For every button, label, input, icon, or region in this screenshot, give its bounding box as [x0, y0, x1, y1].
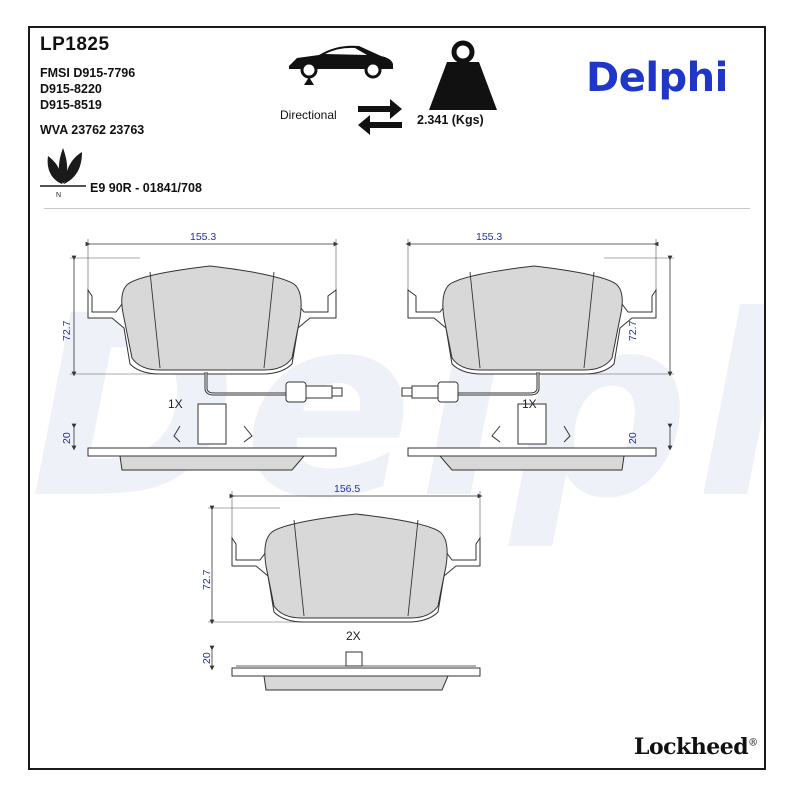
lockheed-logo: Lockheed® [634, 734, 758, 760]
reference-d915-8220: D915-8220 [40, 82, 102, 96]
technical-drawings: 155.3 72.7 1X 20 [61, 231, 674, 691]
pad-inner-height-label: 72.7 [201, 569, 213, 590]
pad-left-drawing: 155.3 72.7 1X 20 [61, 231, 343, 471]
datasheet-frame: Delphi LP1825 FMSI D915-7796 D915-8220 D… [28, 26, 766, 770]
pad-inner-quantity: 2X [346, 629, 361, 643]
delphi-logo: Delphi [586, 55, 728, 101]
eco-leaf-icon: N [40, 148, 86, 198]
pad-inner-width-label: 156.5 [334, 483, 360, 495]
pad-right-drawing [401, 239, 674, 471]
reference-fmsi: FMSI D915-7796 [40, 66, 136, 80]
pad-left-width-label: 155.3 [190, 231, 216, 243]
eco-mark-letter: N [56, 192, 61, 198]
pad-right-height-label: 72.7 [627, 320, 639, 341]
ece-approval: E9 90R - 01841/708 [90, 181, 202, 195]
reference-d915-8519: D915-8519 [40, 98, 102, 112]
pad-right-thickness-label: 20 [627, 432, 639, 444]
reference-wva: WVA 23762 23763 [40, 123, 145, 137]
pad-inner-drawing: 156.5 72.7 2X 20 [201, 483, 483, 691]
pad-right-quantity: 1X [522, 397, 537, 411]
directional-label: Directional [280, 108, 337, 122]
pad-left-quantity: 1X [168, 397, 183, 411]
directional-arrows-icon [358, 99, 402, 135]
pad-left-height-label: 72.7 [61, 320, 73, 341]
lockheed-logo-text: Lockheed [634, 734, 749, 760]
pad-inner-thickness-label: 20 [201, 652, 213, 664]
car-front-axle-icon [289, 45, 393, 85]
weight-icon [429, 40, 497, 110]
registered-mark: ® [748, 737, 758, 749]
pad-left-thickness-label: 20 [61, 432, 73, 444]
header-divider [44, 208, 750, 209]
part-number: LP1825 [40, 34, 110, 55]
pad-right-width-label: 155.3 [476, 231, 502, 243]
weight-label: 2.341 (Kgs) [417, 113, 484, 127]
